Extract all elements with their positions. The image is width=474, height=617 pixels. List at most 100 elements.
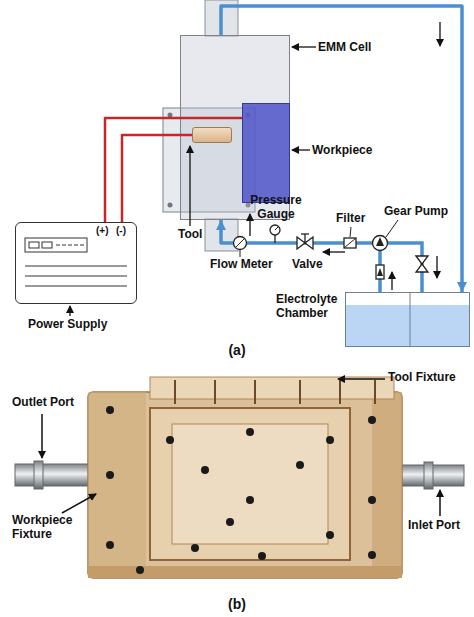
leader-line	[240, 250, 241, 257]
flow-arrow	[323, 251, 345, 252]
screw	[246, 428, 254, 436]
rod-collar	[34, 461, 43, 489]
leader-arrow	[439, 490, 441, 516]
flow-arrow	[436, 256, 437, 278]
tool-electrode: Tool	[192, 127, 232, 143]
panel-letter: (a)	[0, 342, 474, 358]
gear-pump-symbol	[373, 236, 388, 251]
part-label: Power Supply	[28, 318, 128, 332]
fixture-body	[88, 392, 402, 578]
bypass-valve-symbol	[416, 256, 428, 272]
screw	[246, 496, 254, 504]
pin	[339, 380, 341, 404]
flow-arrow	[391, 272, 392, 290]
flow-meter-needle	[236, 239, 244, 247]
filter-mesh	[344, 238, 356, 248]
leader-line	[386, 220, 398, 237]
outlet-pipe	[205, 0, 238, 36]
bolt	[168, 113, 173, 118]
leader-arrow	[292, 149, 310, 150]
fixture-side	[88, 392, 146, 578]
display-dashes	[56, 245, 84, 246]
leader-arrow	[69, 306, 70, 316]
screw	[166, 436, 174, 444]
pressure-gauge-symbol	[270, 225, 280, 235]
arrow-head	[457, 282, 467, 292]
inner-frame	[150, 408, 350, 560]
screw	[258, 552, 266, 560]
panel-line	[25, 286, 127, 287]
screw	[326, 436, 334, 444]
screw	[201, 466, 209, 474]
inlet-rod	[398, 465, 464, 486]
screw	[106, 541, 114, 549]
component-label: Valve	[292, 258, 323, 272]
screw	[191, 544, 199, 552]
pin	[254, 380, 256, 404]
panel-line	[25, 266, 127, 267]
pin	[299, 380, 301, 404]
valve-stem	[304, 234, 305, 243]
electrolyte-tank: Electrolyte Chamber	[345, 292, 470, 347]
component-label: Workpiece Fixture	[12, 514, 84, 542]
inlet-pipe	[205, 219, 238, 251]
screw	[106, 406, 114, 414]
bypass-pipe	[380, 243, 422, 292]
screw	[326, 531, 334, 539]
bolt	[168, 203, 173, 208]
valve-handle	[301, 233, 309, 234]
component-label: Flow Meter	[210, 258, 273, 272]
component-label: Outlet Port	[12, 396, 74, 410]
arrow-head	[216, 220, 226, 230]
check-valve-symbol	[376, 265, 384, 279]
electrolyte-pipe	[216, 220, 380, 292]
screw	[368, 416, 376, 424]
gauge-needle	[275, 227, 278, 230]
leader-arrow	[41, 414, 43, 458]
fixture-base	[88, 566, 402, 578]
cell-body: EMM CellWorkpieceTool	[180, 35, 290, 220]
display-segment	[42, 242, 52, 248]
screw	[106, 471, 114, 479]
gauge-stem	[274, 235, 275, 243]
electrolyte-pipe-line	[221, 220, 380, 292]
leader-line	[350, 227, 351, 237]
screw	[296, 461, 304, 469]
screw	[368, 496, 376, 504]
part-label: EMM Cell	[318, 41, 388, 55]
leader-arrow	[292, 46, 316, 47]
inner-window	[172, 424, 328, 544]
part-label: Workpiece	[312, 144, 384, 158]
component-label: Tool Fixture	[388, 371, 456, 385]
valve-symbol	[297, 237, 313, 249]
flow-meter-symbol	[234, 237, 247, 250]
workpiece-block: Workpiece	[242, 103, 290, 203]
component-label: (+)	[96, 225, 109, 237]
component-label: Pressure Gauge	[246, 194, 306, 222]
pin	[174, 380, 176, 404]
screw	[136, 566, 144, 574]
outlet-rod	[15, 464, 95, 486]
leader-arrow	[62, 494, 96, 513]
component-label: (-)	[116, 225, 126, 237]
flow-arrow	[439, 22, 440, 46]
display	[25, 238, 87, 252]
rod-collar	[424, 462, 433, 489]
screw	[368, 551, 376, 559]
filter-symbol	[344, 238, 356, 248]
panel-letter: (b)	[0, 596, 474, 612]
panel-line	[25, 276, 127, 277]
tool-fixture-top	[150, 377, 394, 399]
check-valve-arrow	[377, 268, 383, 276]
pin	[214, 380, 216, 404]
pump-triangle	[376, 237, 384, 246]
fixture-side	[372, 392, 402, 578]
pin	[374, 380, 376, 404]
part-label: Tool	[178, 228, 212, 242]
leader-arrow	[338, 378, 385, 380]
component-label: Filter	[336, 212, 365, 226]
component-label: Inlet Port	[408, 519, 460, 533]
screw	[226, 518, 234, 526]
part-label: Electrolyte Chamber	[276, 293, 342, 321]
